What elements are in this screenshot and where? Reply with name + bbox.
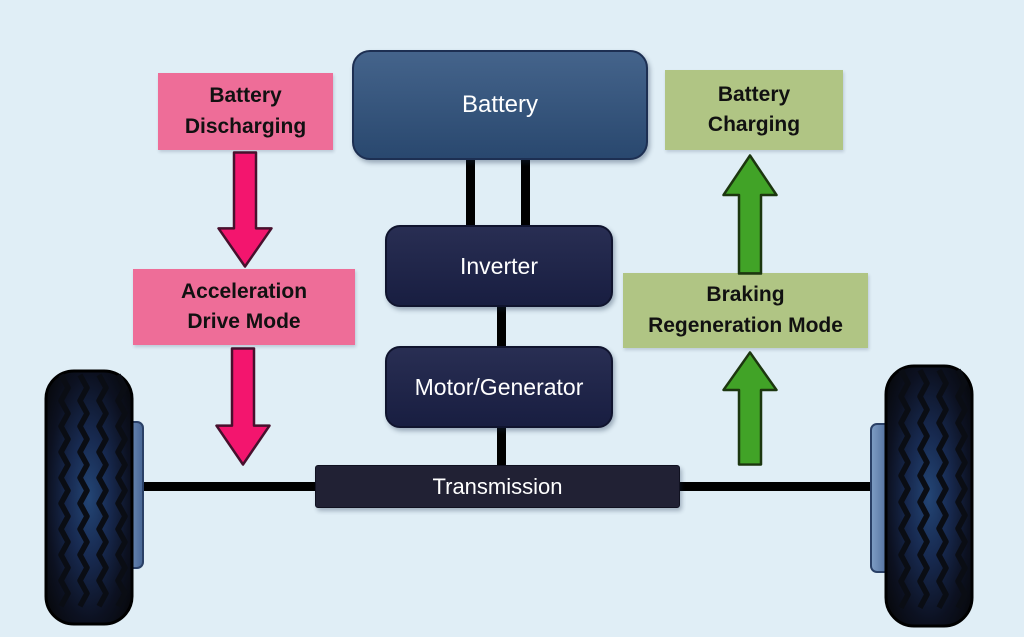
right-wheel-tire <box>884 364 974 628</box>
battery-charging-label-box: Battery Charging <box>665 70 843 150</box>
axle-left <box>135 482 320 491</box>
battery-charging-line1: Battery <box>717 82 791 106</box>
transmission-label: Transmission <box>432 473 563 499</box>
down-arrow-icon <box>217 151 273 268</box>
up-arrow-icon <box>722 351 778 466</box>
motor-generator-label: Motor/Generator <box>414 373 584 400</box>
battery-label: Battery <box>461 91 539 118</box>
battery-discharging-label-box: Battery Discharging <box>158 73 333 150</box>
acceleration-line2: Drive Mode <box>187 310 301 333</box>
battery-charging-line2: Charging <box>707 113 801 136</box>
connector-inverter-motor <box>497 304 506 350</box>
regen-up-arrow-2 <box>722 351 778 466</box>
braking-line2: Regeneration Mode <box>648 313 843 337</box>
discharge-down-arrow-1 <box>217 151 273 268</box>
discharge-down-arrow-2 <box>215 347 271 466</box>
regen-up-arrow-1 <box>722 154 778 275</box>
down-arrow-icon <box>215 347 271 466</box>
braking-line1: Braking <box>706 283 785 307</box>
acceleration-drive-mode-label-box: Acceleration Drive Mode <box>133 269 355 345</box>
connector-battery-inverter-left <box>466 157 475 229</box>
connector-battery-inverter-right <box>521 157 530 229</box>
left-wheel-tire <box>44 369 134 626</box>
axle-right <box>678 482 890 491</box>
motor-generator-node: Motor/Generator <box>385 346 613 428</box>
battery-discharging-line2: Discharging <box>184 114 307 138</box>
braking-regeneration-mode-label-box: Braking Regeneration Mode <box>623 273 868 348</box>
battery-node: Battery <box>352 50 648 160</box>
transmission-node: Transmission <box>315 465 680 508</box>
acceleration-line1: Acceleration <box>180 279 308 303</box>
battery-discharging-line1: Battery <box>209 84 282 108</box>
up-arrow-icon <box>722 154 778 275</box>
inverter-label: Inverter <box>460 252 538 279</box>
connector-motor-transmission <box>497 425 506 469</box>
inverter-node: Inverter <box>385 225 613 307</box>
